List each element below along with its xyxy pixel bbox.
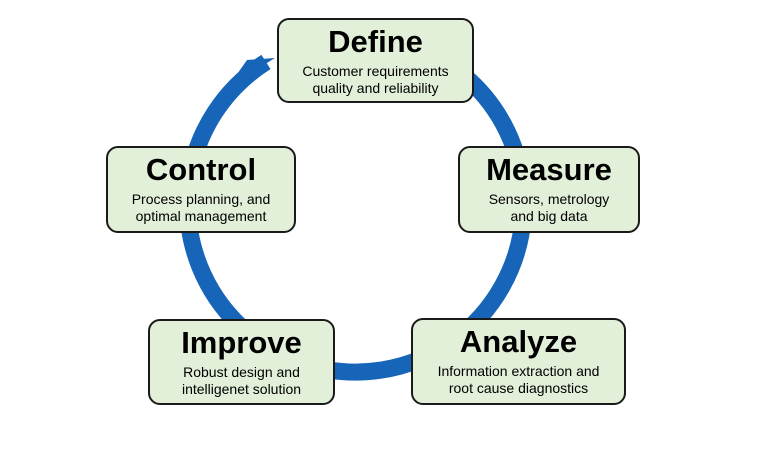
improve-title: Improve [181,325,302,360]
control-stage-box: Control Process planning, and optimal ma… [106,146,296,233]
improve-description: Robust design and intelligenet solution [181,364,302,397]
measure-title: Measure [486,152,612,187]
define-description: Customer requirements quality and reliab… [302,63,449,96]
control-title: Control [145,152,257,187]
improve-stage-box: Improve Robust design and intelligenet s… [148,319,335,405]
control-description: Process planning, and optimal management [131,191,271,224]
define-title: Define [328,24,423,59]
measure-description: Sensors, metrology and big data [488,191,610,224]
analyze-stage-box: Analyze Information extraction and root … [411,318,626,405]
cycle-arrowhead [228,58,275,87]
measure-stage-box: Measure Sensors, metrology and big data [458,146,640,233]
analyze-description: Information extraction and root cause di… [437,363,600,396]
define-stage-box: Define Customer requirements quality and… [277,18,474,103]
analyze-title: Analyze [459,324,578,359]
